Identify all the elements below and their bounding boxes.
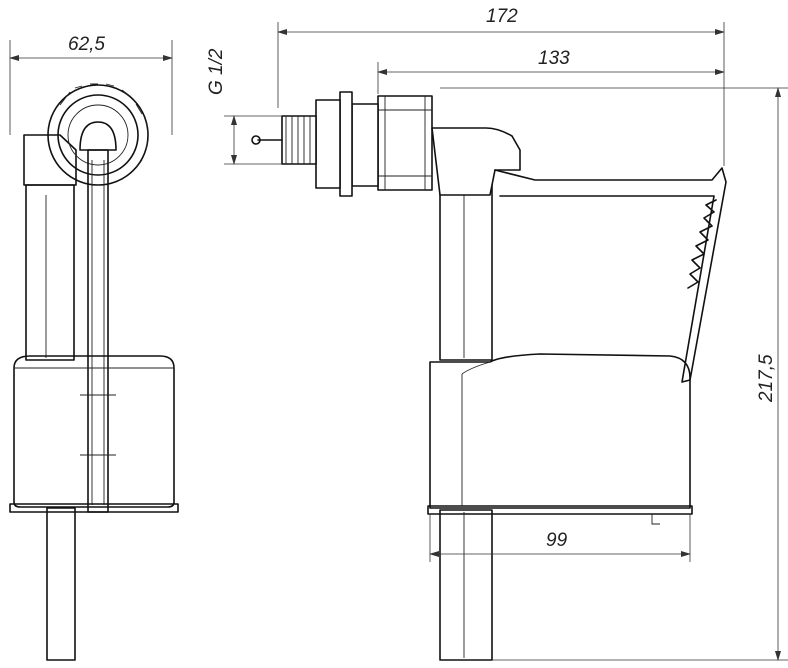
dim-inlet-length: 133: [377, 48, 725, 94]
dim-thread-label: G 1/2: [206, 48, 227, 95]
dim-overall-length-label: 172: [486, 6, 518, 27]
dim-float-width: 99: [429, 514, 691, 562]
side-view: [9, 83, 179, 661]
dim-height-label: 217,5: [756, 354, 777, 403]
dim-width-side-label: 62,5: [68, 34, 105, 55]
dim-float-width-label: 99: [546, 530, 568, 551]
dim-width-side: 62,5: [9, 34, 173, 135]
dim-inlet-length-label: 133: [538, 48, 570, 69]
dim-overall-length: 172: [277, 6, 725, 166]
front-view: [251, 91, 727, 661]
dim-thread: G 1/2: [206, 48, 282, 165]
dim-height: 217,5: [440, 87, 788, 661]
